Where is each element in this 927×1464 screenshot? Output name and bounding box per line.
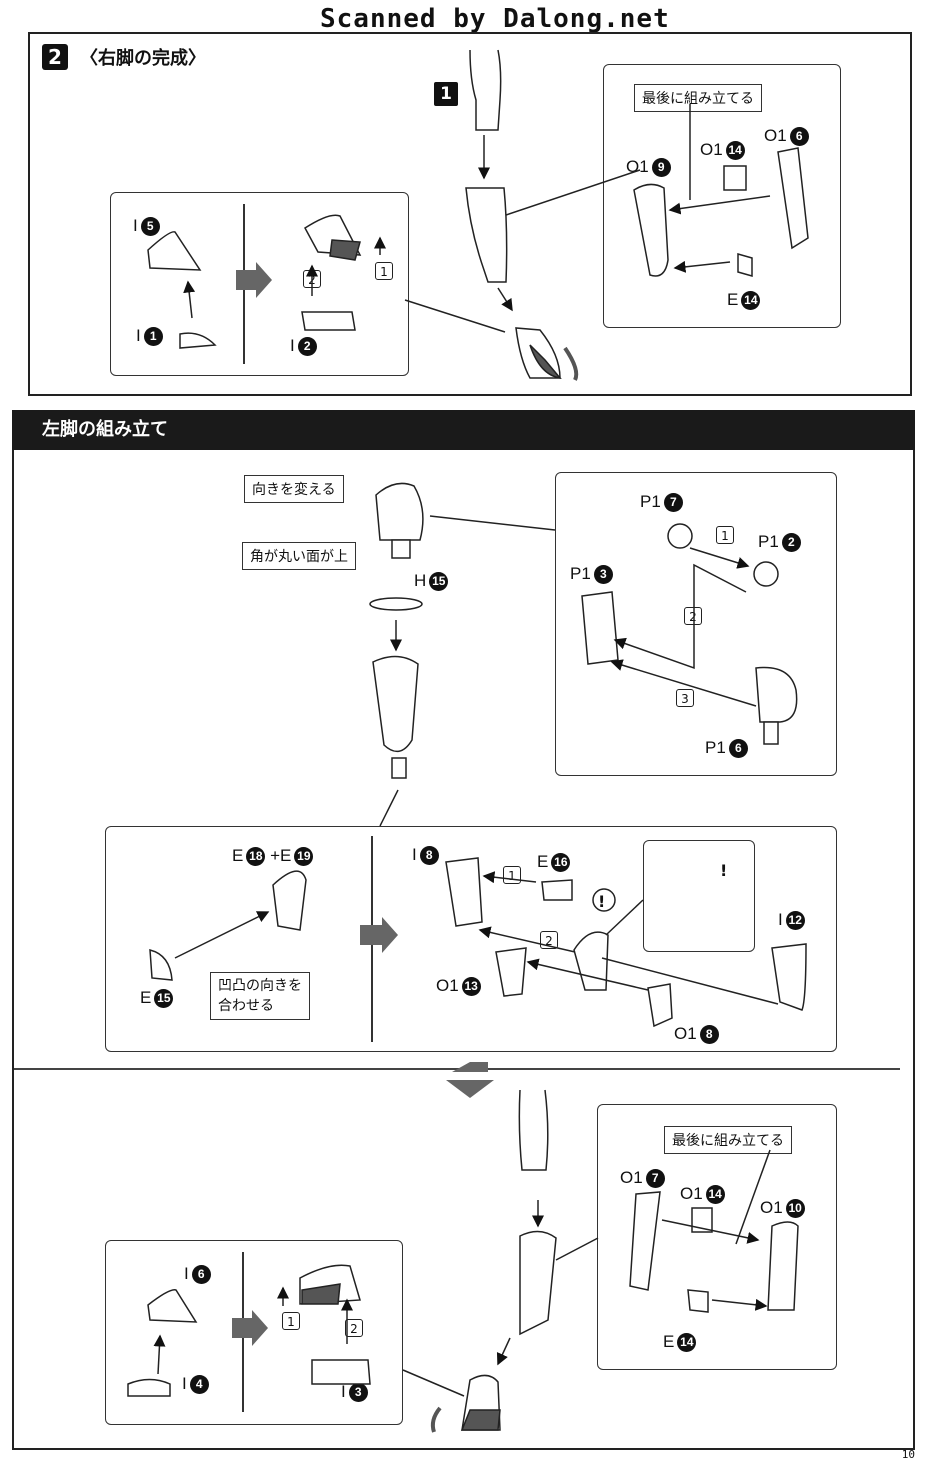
- callout-last-assemble: 最後に組み立てる: [634, 84, 762, 112]
- step-number: 2: [42, 44, 68, 70]
- left-hip-illustration: [369, 482, 556, 779]
- step-title: 〈右脚の完成〉: [80, 48, 206, 69]
- callout-rounded-face-up: 角が丸い面が上: [242, 542, 356, 570]
- right-leg-illustration: [404, 49, 641, 381]
- caution-mark-1: !: [598, 892, 605, 911]
- order-mark-hip-3: 3: [676, 689, 694, 707]
- substep-number: 1: [434, 82, 458, 106]
- right-leg-parts-illustration: [633, 104, 809, 277]
- order-mark-hip-1: 1: [716, 526, 734, 544]
- order-mark-l-1: 1: [282, 1312, 300, 1330]
- right-foot-parts: [147, 214, 386, 349]
- divider-line: [14, 1068, 900, 1070]
- watermark-text: Scanned by Dalong.net: [320, 4, 670, 34]
- page-number: 10: [901, 1448, 915, 1461]
- step-2-frame: [28, 32, 912, 396]
- caution-mark-2: !: [720, 861, 727, 880]
- hip-joint-parts: [581, 523, 798, 745]
- callout-change-direction: 向きを変える: [244, 475, 344, 503]
- knee-illustration: [149, 789, 807, 1028]
- left-foot-parts: [127, 1264, 371, 1397]
- section-header: 左脚の組み立て: [12, 410, 915, 450]
- order-mark-1: 1: [375, 262, 393, 280]
- order-mark-l-2: 2: [345, 1319, 363, 1337]
- left-leg-lower-illustration: [402, 1089, 599, 1433]
- callout-align-bumps: 凹凸の向きを合わせる: [210, 972, 310, 1020]
- order-mark-hip-2: 2: [684, 607, 702, 625]
- caution-detail-box: [643, 840, 755, 952]
- left-leg-parts-illustration: [629, 1149, 799, 1313]
- callout-last-assemble-2: 最後に組み立てる: [664, 1126, 792, 1154]
